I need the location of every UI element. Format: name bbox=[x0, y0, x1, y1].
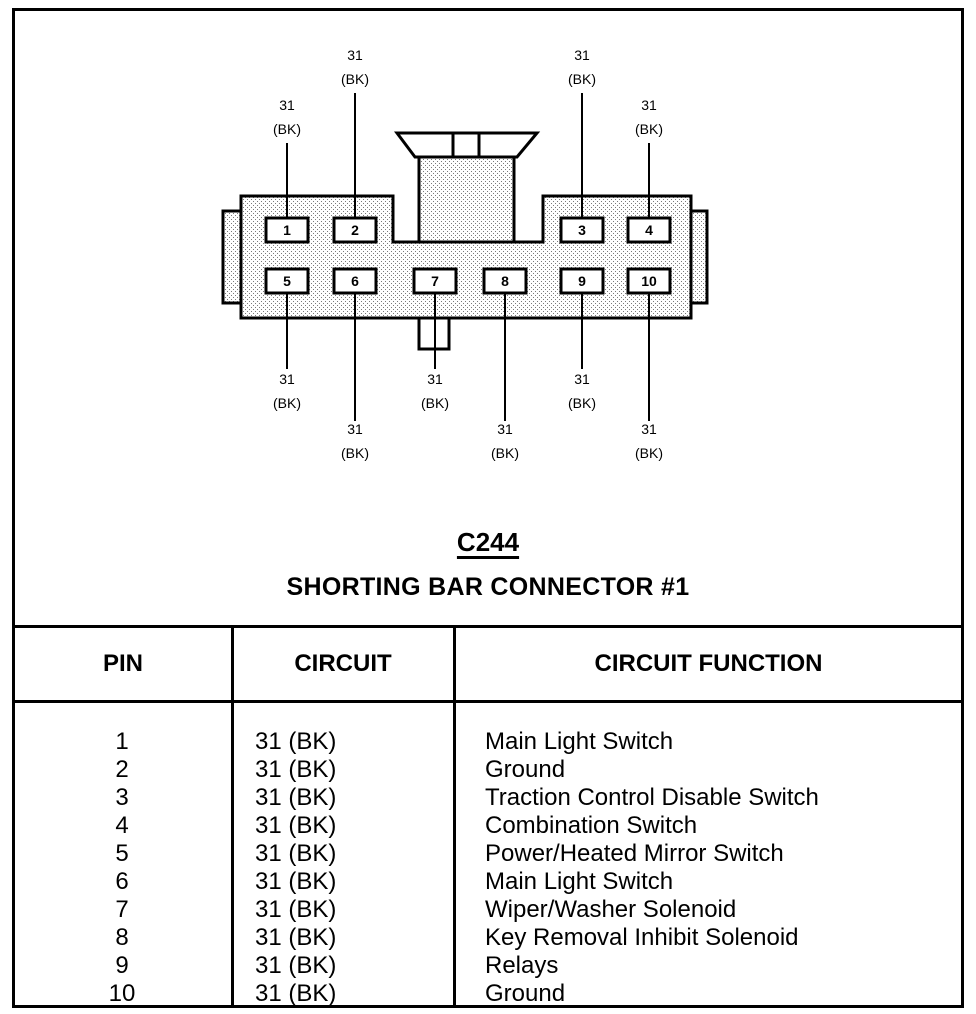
pin-number: 6 bbox=[351, 273, 359, 289]
pin-cell: 9 bbox=[115, 952, 129, 979]
function-cell: Wiper/Washer Solenoid bbox=[485, 896, 737, 923]
pin-cavity bbox=[412, 267, 458, 295]
connector-pin: 3 31 (BK) bbox=[559, 47, 605, 244]
pin-number: 9 bbox=[578, 273, 586, 289]
pin-cavity bbox=[264, 216, 310, 244]
wire-color-label: (BK) bbox=[421, 395, 449, 411]
wire-color-label: (BK) bbox=[273, 395, 301, 411]
function-column: Main Light Switch Ground Traction Contro… bbox=[485, 728, 819, 1008]
pin-number: 8 bbox=[501, 273, 509, 289]
function-cell: Main Light Switch bbox=[485, 868, 674, 895]
pin-number: 4 bbox=[645, 222, 653, 238]
pin-column: 1 2 3 4 5 6 7 8 9 10 bbox=[15, 728, 229, 1008]
wire-circuit-label: 31 bbox=[427, 371, 443, 387]
column-divider bbox=[453, 628, 456, 1008]
connector-pin: 4 31 (BK) bbox=[626, 97, 672, 244]
circuit-cell: 31 (BK) bbox=[255, 728, 337, 755]
pin-cell: 7 bbox=[115, 896, 129, 923]
pin-cell: 10 bbox=[108, 980, 136, 1007]
wire-circuit-label: 31 bbox=[641, 97, 657, 113]
wire-color-label: (BK) bbox=[341, 71, 369, 87]
function-cell: Key Removal Inhibit Solenoid bbox=[485, 924, 799, 951]
pin-number: 3 bbox=[578, 222, 586, 238]
wire-color-label: (BK) bbox=[491, 445, 519, 461]
connector-pin: 8 31 (BK) bbox=[482, 267, 528, 461]
connector-diagram: 1 31 (BK) 2 31 (BK) 3 31 (BK) 4 31 (BK) 5 31 (BK) 6 31 (B… bbox=[221, 47, 709, 461]
wire-color-label: (BK) bbox=[635, 121, 663, 137]
pin-number: 1 bbox=[283, 222, 291, 238]
wire-color-label: (BK) bbox=[568, 395, 596, 411]
connector-pin: 5 31 (BK) bbox=[264, 267, 310, 411]
pin-number: 5 bbox=[283, 273, 291, 289]
header-circuit: CIRCUIT bbox=[294, 650, 392, 677]
connector-pins: 1 31 (BK) 2 31 (BK) 3 31 (BK) 4 31 (BK) 5 31 (BK) 6 31 (B… bbox=[264, 47, 672, 461]
wire-circuit-label: 31 bbox=[279, 371, 295, 387]
wire-circuit-label: 31 bbox=[574, 371, 590, 387]
circuit-cell: 31 (BK) bbox=[255, 812, 337, 839]
wire-color-label: (BK) bbox=[273, 121, 301, 137]
header-pin: PIN bbox=[102, 650, 143, 677]
circuit-cell: 31 (BK) bbox=[255, 896, 337, 923]
circuit-cell: 31 (BK) bbox=[255, 924, 337, 951]
circuit-cell: 31 (BK) bbox=[255, 784, 337, 811]
pin-cell: 8 bbox=[115, 924, 129, 951]
pin-cavity bbox=[332, 267, 378, 295]
pin-number: 10 bbox=[641, 273, 657, 289]
wire-color-label: (BK) bbox=[635, 445, 663, 461]
function-cell: Main Light Switch bbox=[485, 728, 674, 755]
connector-pin: 10 31 (BK) bbox=[626, 267, 672, 461]
wire-color-label: (BK) bbox=[341, 445, 369, 461]
pin-cavity bbox=[559, 216, 605, 244]
connector-title: SHORTING BAR CONNECTOR #1 bbox=[286, 573, 690, 601]
wire-color-label: (BK) bbox=[568, 71, 596, 87]
column-divider bbox=[231, 628, 234, 1008]
pin-cell: 6 bbox=[115, 868, 129, 895]
pin-table: PIN CIRCUIT CIRCUIT FUNCTION 1 2 3 4 5 6… bbox=[15, 625, 961, 1008]
wire-circuit-label: 31 bbox=[347, 421, 363, 437]
header-circuit-function: CIRCUIT FUNCTION bbox=[594, 650, 823, 677]
circuit-cell: 31 (BK) bbox=[255, 868, 337, 895]
pin-cell: 4 bbox=[115, 812, 129, 839]
function-cell: Ground bbox=[485, 980, 566, 1007]
pin-cell: 5 bbox=[115, 840, 129, 867]
connector-pin: 6 31 (BK) bbox=[332, 267, 378, 461]
circuit-cell: 31 (BK) bbox=[255, 756, 337, 783]
wire-circuit-label: 31 bbox=[497, 421, 513, 437]
pin-cell: 3 bbox=[115, 784, 129, 811]
connector-pin: 9 31 (BK) bbox=[559, 267, 605, 411]
function-cell: Ground bbox=[485, 756, 566, 783]
circuit-cell: 31 (BK) bbox=[255, 952, 337, 979]
function-cell: Combination Switch bbox=[485, 812, 698, 839]
connector-pin: 2 31 (BK) bbox=[332, 47, 378, 244]
wire-circuit-label: 31 bbox=[641, 421, 657, 437]
circuit-cell: 31 (BK) bbox=[255, 840, 337, 867]
function-cell: Relays bbox=[485, 952, 559, 979]
header-divider bbox=[15, 700, 961, 703]
pin-cell: 1 bbox=[115, 728, 129, 755]
wire-circuit-label: 31 bbox=[279, 97, 295, 113]
function-cell: Traction Control Disable Switch bbox=[485, 784, 819, 811]
circuit-cell: 31 (BK) bbox=[255, 980, 337, 1007]
pin-number: 7 bbox=[431, 273, 439, 289]
pin-cell: 2 bbox=[115, 756, 129, 783]
pin-cavity bbox=[264, 267, 310, 295]
pin-cavity bbox=[626, 216, 672, 244]
pin-cavity bbox=[482, 267, 528, 295]
pin-cavity bbox=[559, 267, 605, 295]
wire-circuit-label: 31 bbox=[347, 47, 363, 63]
connector-pin: 7 31 (BK) bbox=[412, 267, 458, 411]
connector-id: C244 bbox=[456, 527, 520, 557]
connector-pin: 1 31 (BK) bbox=[264, 97, 310, 244]
pin-cavity bbox=[626, 267, 672, 295]
pin-cavity bbox=[332, 216, 378, 244]
wire-circuit-label: 31 bbox=[574, 47, 590, 63]
pin-number: 2 bbox=[351, 222, 359, 238]
function-cell: Power/Heated Mirror Switch bbox=[485, 840, 784, 867]
circuit-column: 31 (BK) 31 (BK) 31 (BK) 31 (BK) 31 (BK) … bbox=[255, 728, 336, 1008]
